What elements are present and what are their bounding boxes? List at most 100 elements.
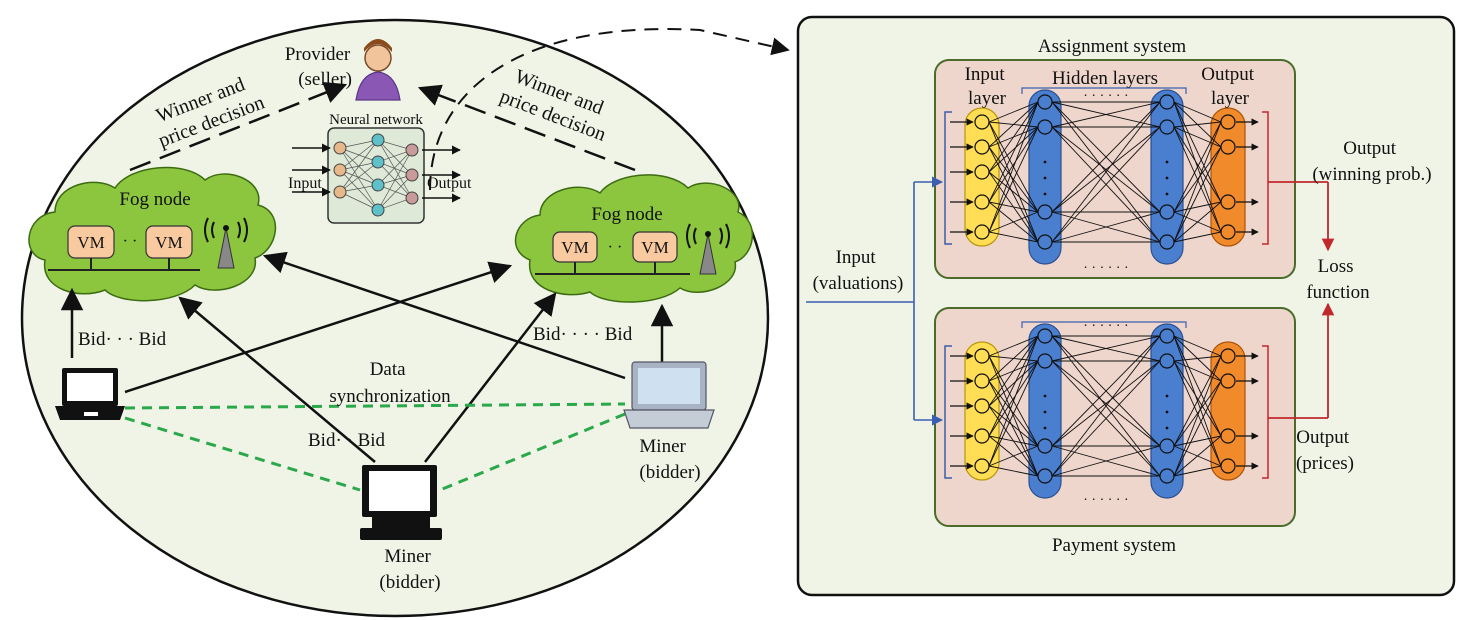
auction-network-panel: Assignment system Payment system Input l… xyxy=(796,15,1456,597)
hidden-bracket xyxy=(1021,87,1187,94)
nn-output-label: Output xyxy=(427,175,472,192)
antenna-icon xyxy=(204,217,248,269)
input-bracket xyxy=(944,111,952,245)
neuron xyxy=(1220,194,1236,210)
neuron xyxy=(974,428,990,444)
neuron xyxy=(1220,139,1236,155)
neuron xyxy=(1037,468,1053,484)
neuron xyxy=(974,348,990,364)
neuron xyxy=(1037,234,1053,250)
layer-dot xyxy=(1043,176,1047,180)
layer-dot xyxy=(1165,176,1169,180)
vm-dots: · · xyxy=(123,233,138,250)
input-layer-label: Input layer xyxy=(965,64,1010,109)
neuron xyxy=(1037,328,1053,344)
hidden-dots: · · · · · · xyxy=(1083,261,1128,276)
neuron xyxy=(1220,114,1236,130)
neuron xyxy=(974,224,990,240)
layer-dot xyxy=(1043,410,1047,414)
layer-dot xyxy=(1043,394,1047,398)
neuron xyxy=(974,373,990,389)
bid-center-label: Bid· · Bid xyxy=(308,430,386,451)
neuron xyxy=(1159,204,1175,220)
neuron xyxy=(974,164,990,180)
layer-dot xyxy=(1165,160,1169,164)
input-valuations-label: Input (valuations) xyxy=(813,247,904,294)
fog-node-right xyxy=(514,174,754,303)
neuron xyxy=(1159,468,1175,484)
layer-dot xyxy=(1165,192,1169,196)
output-bracket xyxy=(1262,111,1269,245)
neuron xyxy=(1037,119,1053,135)
data-sync-lines xyxy=(124,402,626,492)
payment-system-title: Payment system xyxy=(1052,535,1176,556)
output-winning-prob-label: Output (winning prob.) xyxy=(1312,138,1431,185)
neural-network-label: Neural network xyxy=(329,112,423,128)
neuron xyxy=(1159,119,1175,135)
payment-neural-net xyxy=(944,321,1269,499)
neuron xyxy=(1220,224,1236,240)
hidden-bracket xyxy=(1021,321,1187,328)
zoom-connector-arrow xyxy=(429,28,790,191)
hidden-layers-label: Hidden layers xyxy=(1052,68,1158,89)
neuron xyxy=(1220,373,1236,389)
right-decision-arrow xyxy=(417,84,636,172)
laptop-icon xyxy=(55,368,125,420)
output-bracket xyxy=(1262,345,1269,479)
network-ellipse xyxy=(20,18,770,618)
neuron xyxy=(1159,234,1175,250)
vm-label: VM xyxy=(155,233,182,252)
layer-dot xyxy=(1165,426,1169,430)
hidden-dots: · · · · · · xyxy=(1083,89,1128,104)
neuron xyxy=(1037,353,1053,369)
neuron xyxy=(1220,458,1236,474)
assignment-system-title: Assignment system xyxy=(1038,36,1187,57)
miner-bottom-label: Miner (bidder) xyxy=(379,546,440,593)
hidden-dots: · · · · · · xyxy=(1083,493,1128,508)
data-sync-label: Data synchronization xyxy=(329,359,451,407)
neuron xyxy=(974,194,990,210)
neuron xyxy=(1037,204,1053,220)
input-bracket xyxy=(944,345,952,479)
layer-dot xyxy=(1043,426,1047,430)
bid-arrow xyxy=(178,296,376,463)
neuron xyxy=(1159,438,1175,454)
hidden-dots: · · · · · · xyxy=(1083,319,1128,334)
neuron xyxy=(1159,328,1175,344)
neuron xyxy=(1159,353,1175,369)
neuron xyxy=(974,458,990,474)
layer-dot xyxy=(1165,410,1169,414)
bid-left-label: Bid· · · Bid xyxy=(78,329,167,350)
neuron xyxy=(1037,438,1053,454)
vm-label: VM xyxy=(641,238,668,257)
nn-input-label: Input xyxy=(288,175,322,192)
loss-function-label: Loss function xyxy=(1306,256,1370,303)
neuron xyxy=(1037,94,1053,110)
laptop-icon xyxy=(623,361,715,429)
neuron xyxy=(974,114,990,130)
antenna-icon xyxy=(686,223,730,275)
output-layer-pill xyxy=(1210,341,1246,481)
layer-dot xyxy=(1043,160,1047,164)
connections xyxy=(988,335,1222,477)
assignment-neural-net xyxy=(944,87,1269,265)
neuron xyxy=(1159,94,1175,110)
neuron xyxy=(1220,348,1236,364)
miner-right-label: Miner (bidder) xyxy=(639,436,700,483)
desktop-computer-icon xyxy=(360,465,442,540)
output-prices-label: Output (prices) xyxy=(1296,427,1354,474)
vm-dots: · · xyxy=(608,239,623,256)
layer-dot xyxy=(1043,192,1047,196)
left-decision-arrow xyxy=(129,81,348,172)
input-connector xyxy=(806,176,944,426)
fog-node-right-label: Fog node xyxy=(591,204,662,225)
neuron xyxy=(1220,428,1236,444)
neural-network-mini xyxy=(292,127,461,224)
layer-dot xyxy=(1165,394,1169,398)
fog-network-scene: Provider (seller) Winner and price decis… xyxy=(20,18,790,618)
bid-arrow xyxy=(262,251,626,380)
vm-label: VM xyxy=(561,238,588,257)
vm-label: VM xyxy=(77,233,104,252)
neuron xyxy=(974,139,990,155)
